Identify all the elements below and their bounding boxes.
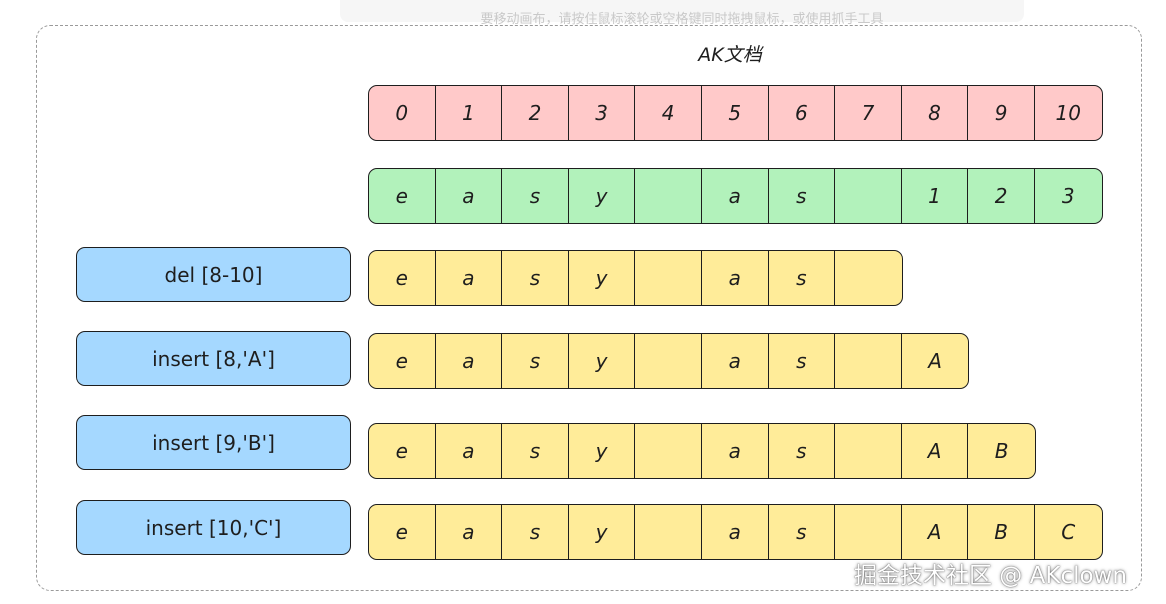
char-cell: a: [702, 169, 769, 223]
result-strip-insert-b: e a s y a s A B: [368, 423, 1036, 479]
char-cell: s: [769, 251, 836, 305]
char-cell: s: [769, 505, 836, 559]
index-cell: 7: [835, 86, 902, 140]
char-cell: y: [569, 424, 636, 478]
char-cell: [635, 251, 702, 305]
diagram-title: AK文档: [698, 44, 762, 66]
char-cell: y: [569, 505, 636, 559]
char-cell: [635, 505, 702, 559]
char-cell: e: [369, 424, 436, 478]
char-cell: B: [994, 439, 1009, 463]
char-cell: e: [369, 505, 436, 559]
char-cell: A: [902, 424, 969, 478]
char-cell: [635, 334, 702, 388]
index-cell: 0: [369, 86, 436, 140]
char-cell: 1: [902, 169, 969, 223]
original-doc-strip: e a s y a s 1 2 3: [368, 168, 1103, 224]
char-cell: a: [436, 169, 503, 223]
char-cell: a: [436, 334, 503, 388]
index-cell: 2: [502, 86, 569, 140]
char-cell: [835, 505, 902, 559]
char-cell: [835, 334, 902, 388]
char-cell: e: [369, 251, 436, 305]
operation-insert-b: insert [9,'B']: [76, 415, 351, 470]
char-cell: B: [968, 505, 1035, 559]
char-cell: y: [569, 169, 636, 223]
char-cell: [835, 251, 902, 305]
char-cell: a: [702, 251, 769, 305]
canvas-hint-text: 要移动画布，请按住鼠标滚轮或空格键同时拖拽鼠标，或使用抓手工具: [480, 12, 884, 27]
index-cell: 3: [569, 86, 636, 140]
char-cell: [835, 169, 902, 223]
char-cell: s: [502, 251, 569, 305]
char-cell: s: [502, 169, 569, 223]
canvas-hint-bar: [340, 0, 1024, 22]
index-cell: 4: [635, 86, 702, 140]
char-cell: a: [436, 424, 503, 478]
char-cell: s: [502, 424, 569, 478]
char-cell: 3: [1061, 184, 1075, 208]
index-cell: 1: [436, 86, 503, 140]
index-cell: 5: [702, 86, 769, 140]
char-cell: a: [702, 424, 769, 478]
index-cell: 6: [769, 86, 836, 140]
char-cell: s: [769, 334, 836, 388]
diagram-frame: [36, 25, 1142, 591]
result-strip-insert-c: e a s y a s A B C: [368, 504, 1103, 560]
char-cell: A: [928, 349, 942, 373]
result-strip-del: e a s y a s: [368, 250, 903, 306]
char-cell: C: [1061, 520, 1076, 544]
char-cell: s: [769, 169, 836, 223]
index-cell: 10: [1055, 101, 1081, 125]
index-cell: 9: [968, 86, 1035, 140]
char-cell: [635, 169, 702, 223]
watermark: 掘金技术社区 @ AKclown: [854, 563, 1127, 589]
index-strip: 0 1 2 3 4 5 6 7 8 9 10: [368, 85, 1103, 141]
char-cell: a: [702, 334, 769, 388]
char-cell: e: [369, 169, 436, 223]
operation-insert-c: insert [10,'C']: [76, 500, 351, 555]
char-cell: s: [502, 505, 569, 559]
char-cell: s: [769, 424, 836, 478]
char-cell: [635, 424, 702, 478]
char-cell: a: [702, 505, 769, 559]
char-cell: [835, 424, 902, 478]
char-cell: y: [569, 334, 636, 388]
char-cell: y: [569, 251, 636, 305]
char-cell: a: [436, 251, 503, 305]
index-cell: 8: [902, 86, 969, 140]
result-strip-insert-a: e a s y a s A: [368, 333, 970, 389]
char-cell: s: [502, 334, 569, 388]
operation-insert-a: insert [8,'A']: [76, 331, 351, 386]
char-cell: e: [369, 334, 436, 388]
char-cell: a: [436, 505, 503, 559]
operation-del: del [8-10]: [76, 247, 351, 302]
char-cell: A: [902, 505, 969, 559]
char-cell: 2: [968, 169, 1035, 223]
